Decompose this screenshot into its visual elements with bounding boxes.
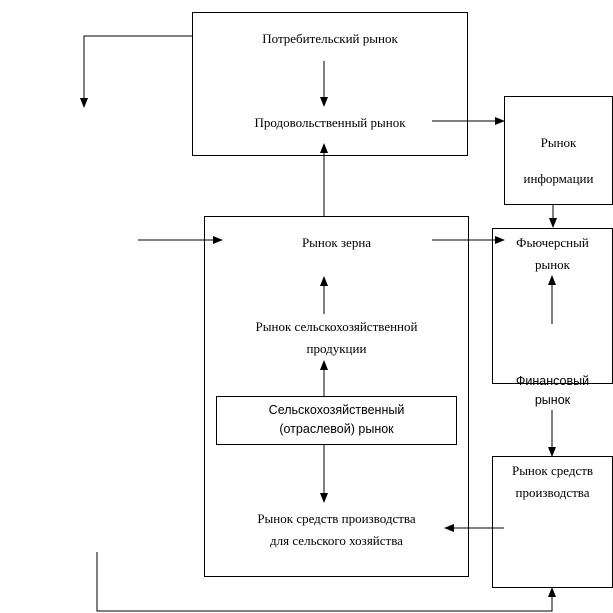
grain-market-box <box>204 216 469 577</box>
agri-sector-box <box>216 396 457 445</box>
futures-market-label-line1: Фьючерсный <box>516 235 589 250</box>
consumer-market-box <box>192 12 468 156</box>
arrow-top-left-loop <box>80 35 192 108</box>
financial-market-label-line2: рынок <box>534 393 571 407</box>
info-market-label-line1: Рынок <box>540 135 577 150</box>
agri-means-label-line2: для сельского хозяйства <box>270 533 403 548</box>
food-market-label: Продовольственный рынок <box>254 115 406 130</box>
futures-market-label-line2: рынок <box>534 257 570 272</box>
financial-market-label-line1: Финансовый <box>515 374 590 388</box>
agri-products-label-line2: продукции <box>306 341 367 356</box>
means-of-production-label-line2: производства <box>515 485 590 500</box>
grain-market-label: Рынок зерна <box>301 235 372 250</box>
means-of-production-label-line1: Рынок средств <box>511 463 594 478</box>
info-market-label-line2: информации <box>523 171 594 186</box>
agri-sector-label-line1: Сельскохозяйственный <box>268 403 405 417</box>
agri-means-label-line1: Рынок средств производства <box>257 511 416 526</box>
agri-products-label-line1: Рынок сельскохозяйственной <box>255 319 418 334</box>
arrow-bottom-loop <box>96 552 556 612</box>
consumer-market-label: Потребительский рынок <box>262 31 398 46</box>
agri-sector-label-line2: (отраслевой) рынок <box>279 422 394 436</box>
